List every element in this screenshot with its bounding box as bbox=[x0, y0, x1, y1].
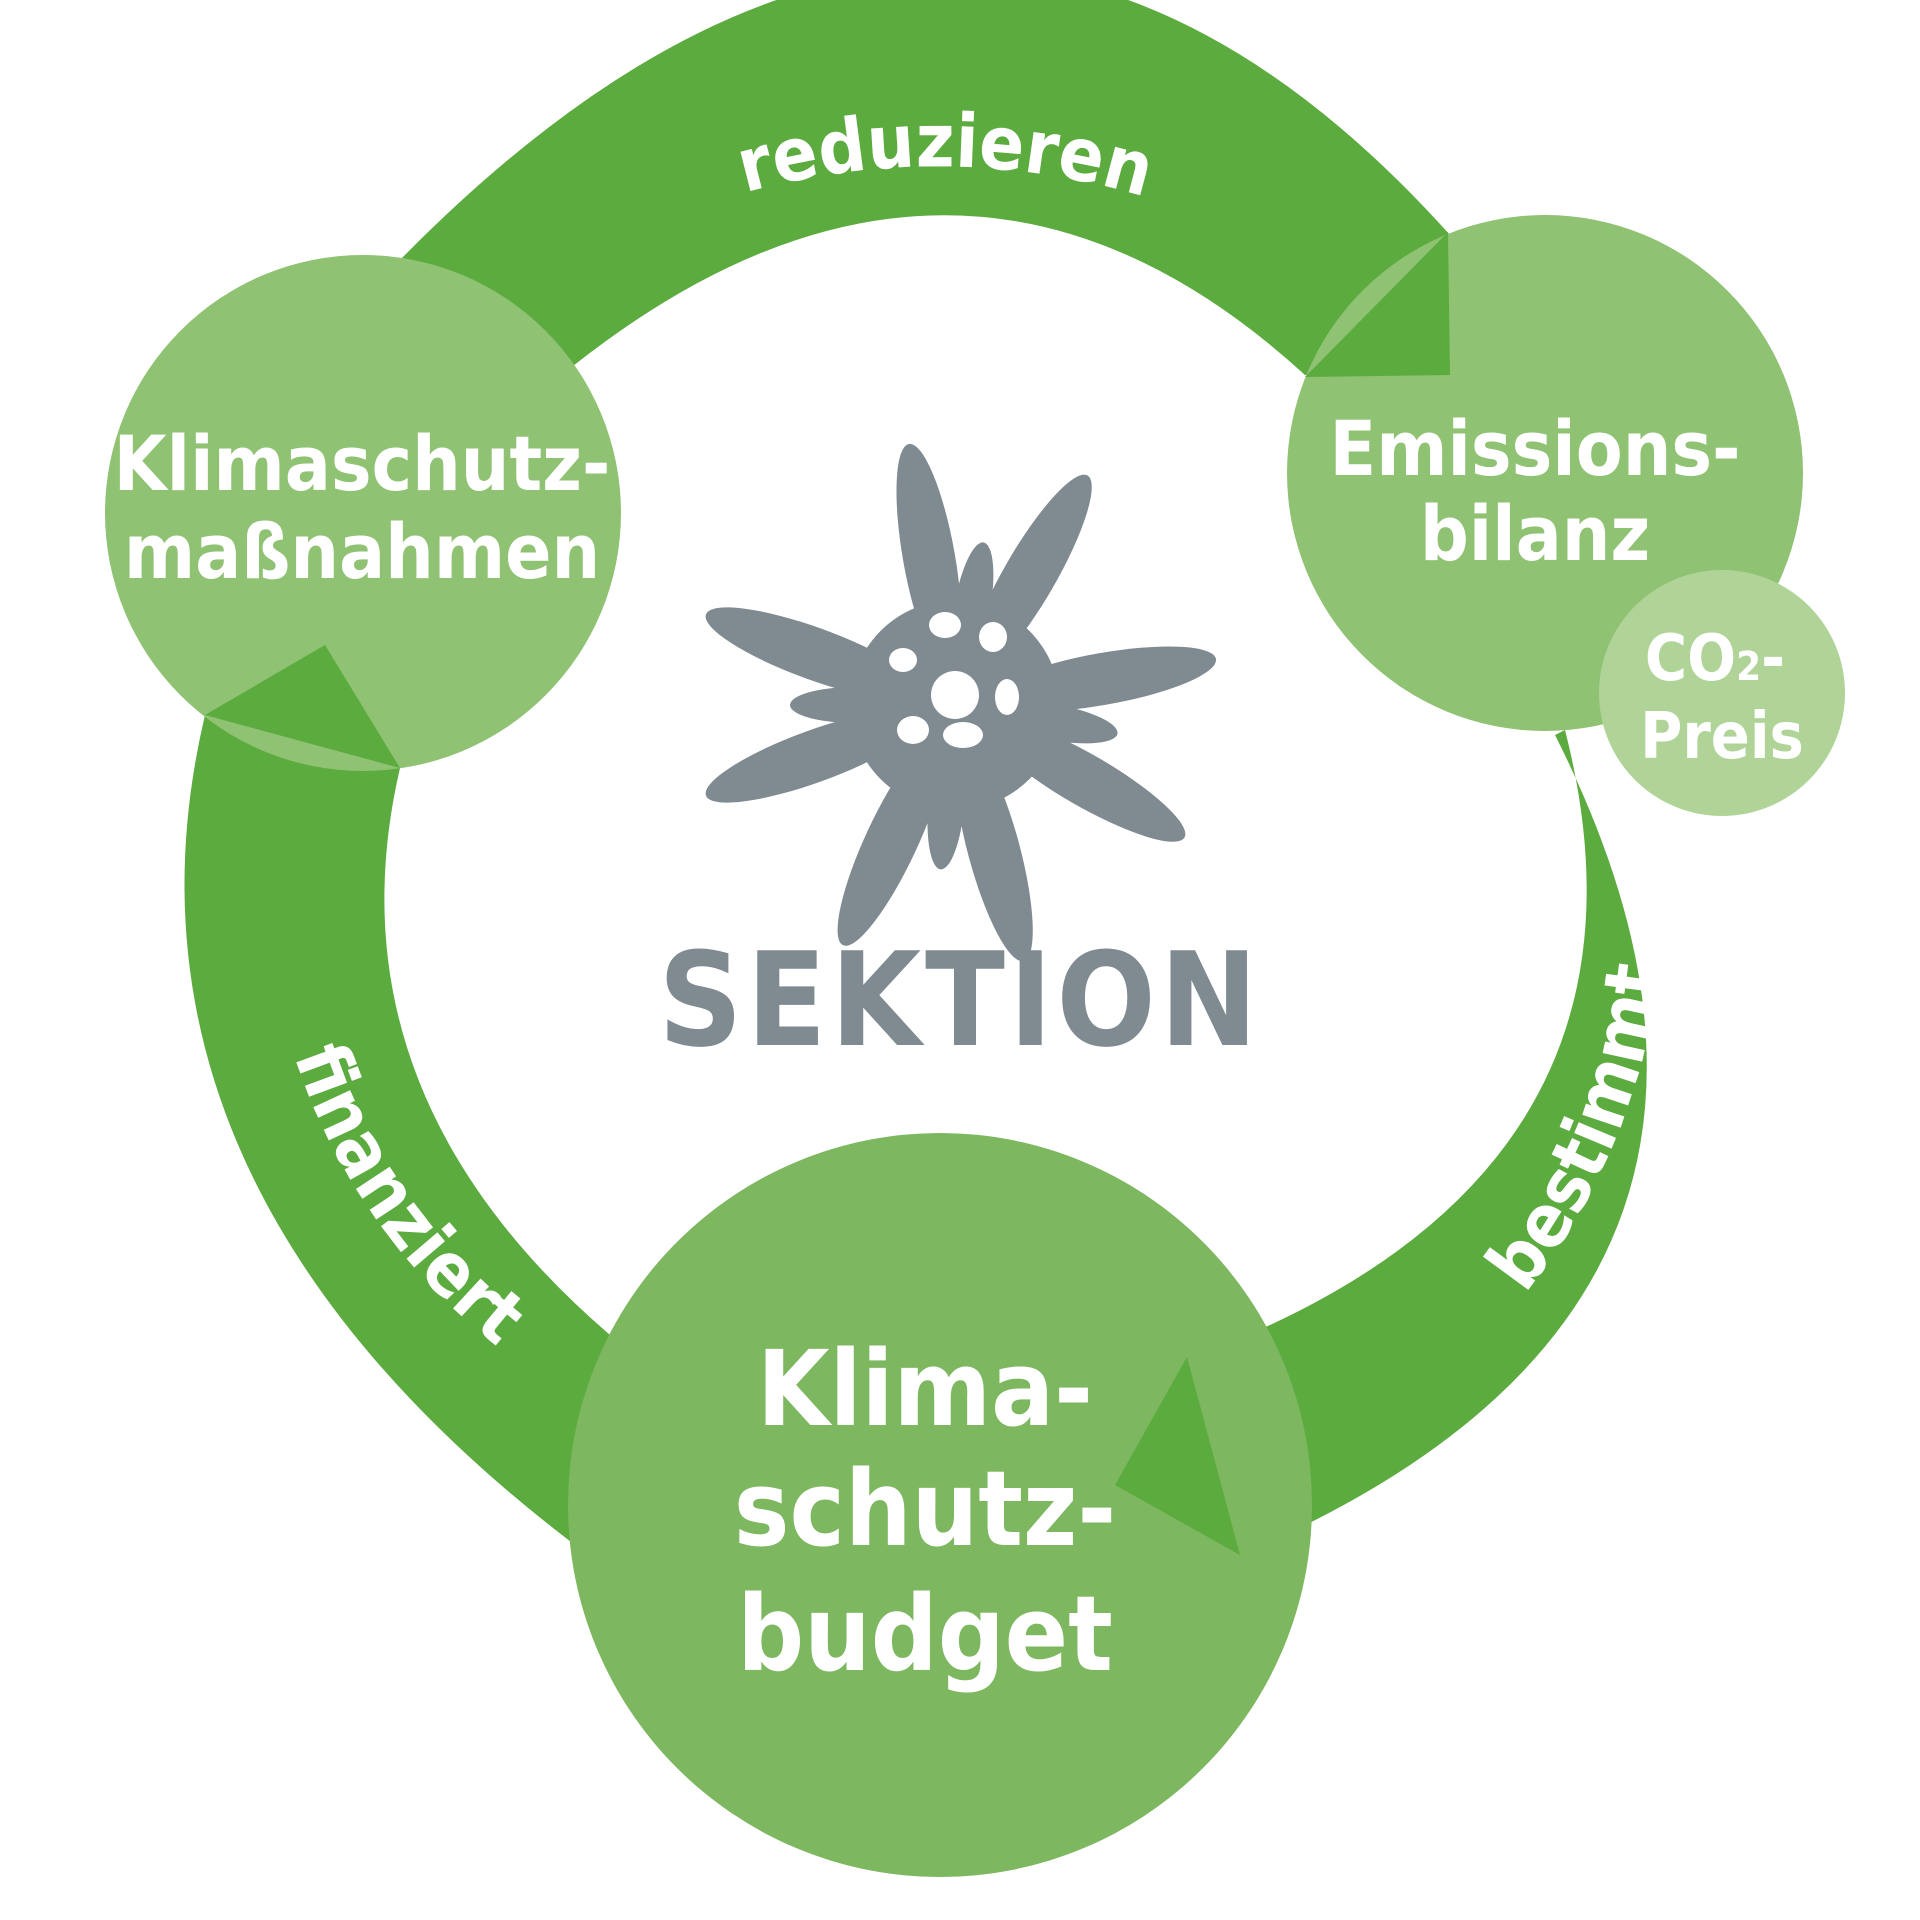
node-price bbox=[1599, 570, 1845, 816]
node-balance-label-1: Emissions- bbox=[1330, 404, 1741, 493]
node-measures-label-1: Klimaschutz- bbox=[114, 419, 611, 508]
node-budget-label-2: schutz- bbox=[734, 1448, 1116, 1570]
node-budget-label-3: budget bbox=[737, 1573, 1113, 1695]
arrowhead-bestimmt bbox=[1115, 1357, 1240, 1555]
arrow-finanziert bbox=[184, 645, 611, 1545]
node-balance-label-2: bilanz bbox=[1420, 489, 1650, 578]
arrowhead-reduzieren bbox=[1305, 232, 1450, 377]
arrowhead-finanziert bbox=[205, 645, 400, 768]
edelweiss-icon bbox=[705, 443, 1217, 962]
node-budget bbox=[568, 1133, 1312, 1877]
node-measures-label-2: maßnahmen bbox=[124, 507, 600, 596]
node-budget-label-1: Klima- bbox=[757, 1328, 1093, 1450]
node-price-label-2: Preis bbox=[1640, 700, 1804, 774]
node-measures bbox=[105, 255, 621, 771]
arrow-reduzieren bbox=[400, 0, 1450, 375]
center-label: SEKTION bbox=[658, 924, 1261, 1076]
node-price-label-1: CO2- bbox=[1645, 622, 1785, 696]
